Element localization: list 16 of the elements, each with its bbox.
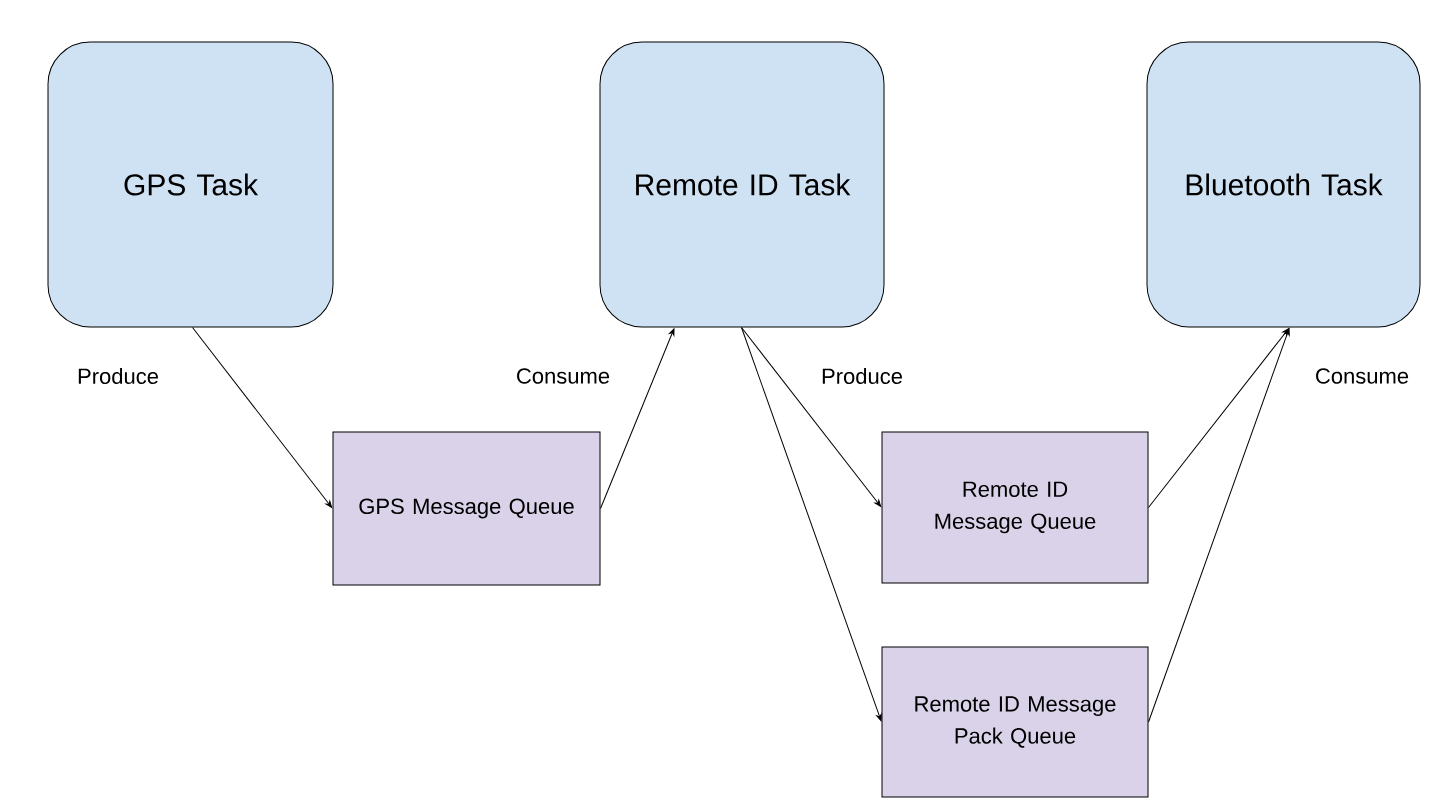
edge-label: Produce bbox=[822, 367, 902, 385]
queue-box: Remote ID Message Pack Queue bbox=[881, 646, 1149, 798]
arrow bbox=[1148, 328, 1290, 508]
edge-label: Consume bbox=[517, 368, 610, 384]
arrow bbox=[600, 328, 675, 509]
arrow bbox=[741, 327, 882, 722]
task-box: Bluetooth Task bbox=[1146, 41, 1421, 328]
arrow bbox=[1148, 328, 1290, 723]
queue-box: Remote ID Message Queue bbox=[881, 431, 1149, 584]
task-box: Remote ID Task bbox=[599, 41, 885, 328]
queue-box: GPS Message Queue bbox=[332, 431, 601, 586]
edge-label: Consume bbox=[1316, 368, 1409, 384]
arrow bbox=[192, 327, 333, 508]
edge-label: Produce bbox=[78, 367, 158, 385]
task-box: GPS Task bbox=[47, 41, 334, 328]
arrow bbox=[741, 327, 882, 507]
